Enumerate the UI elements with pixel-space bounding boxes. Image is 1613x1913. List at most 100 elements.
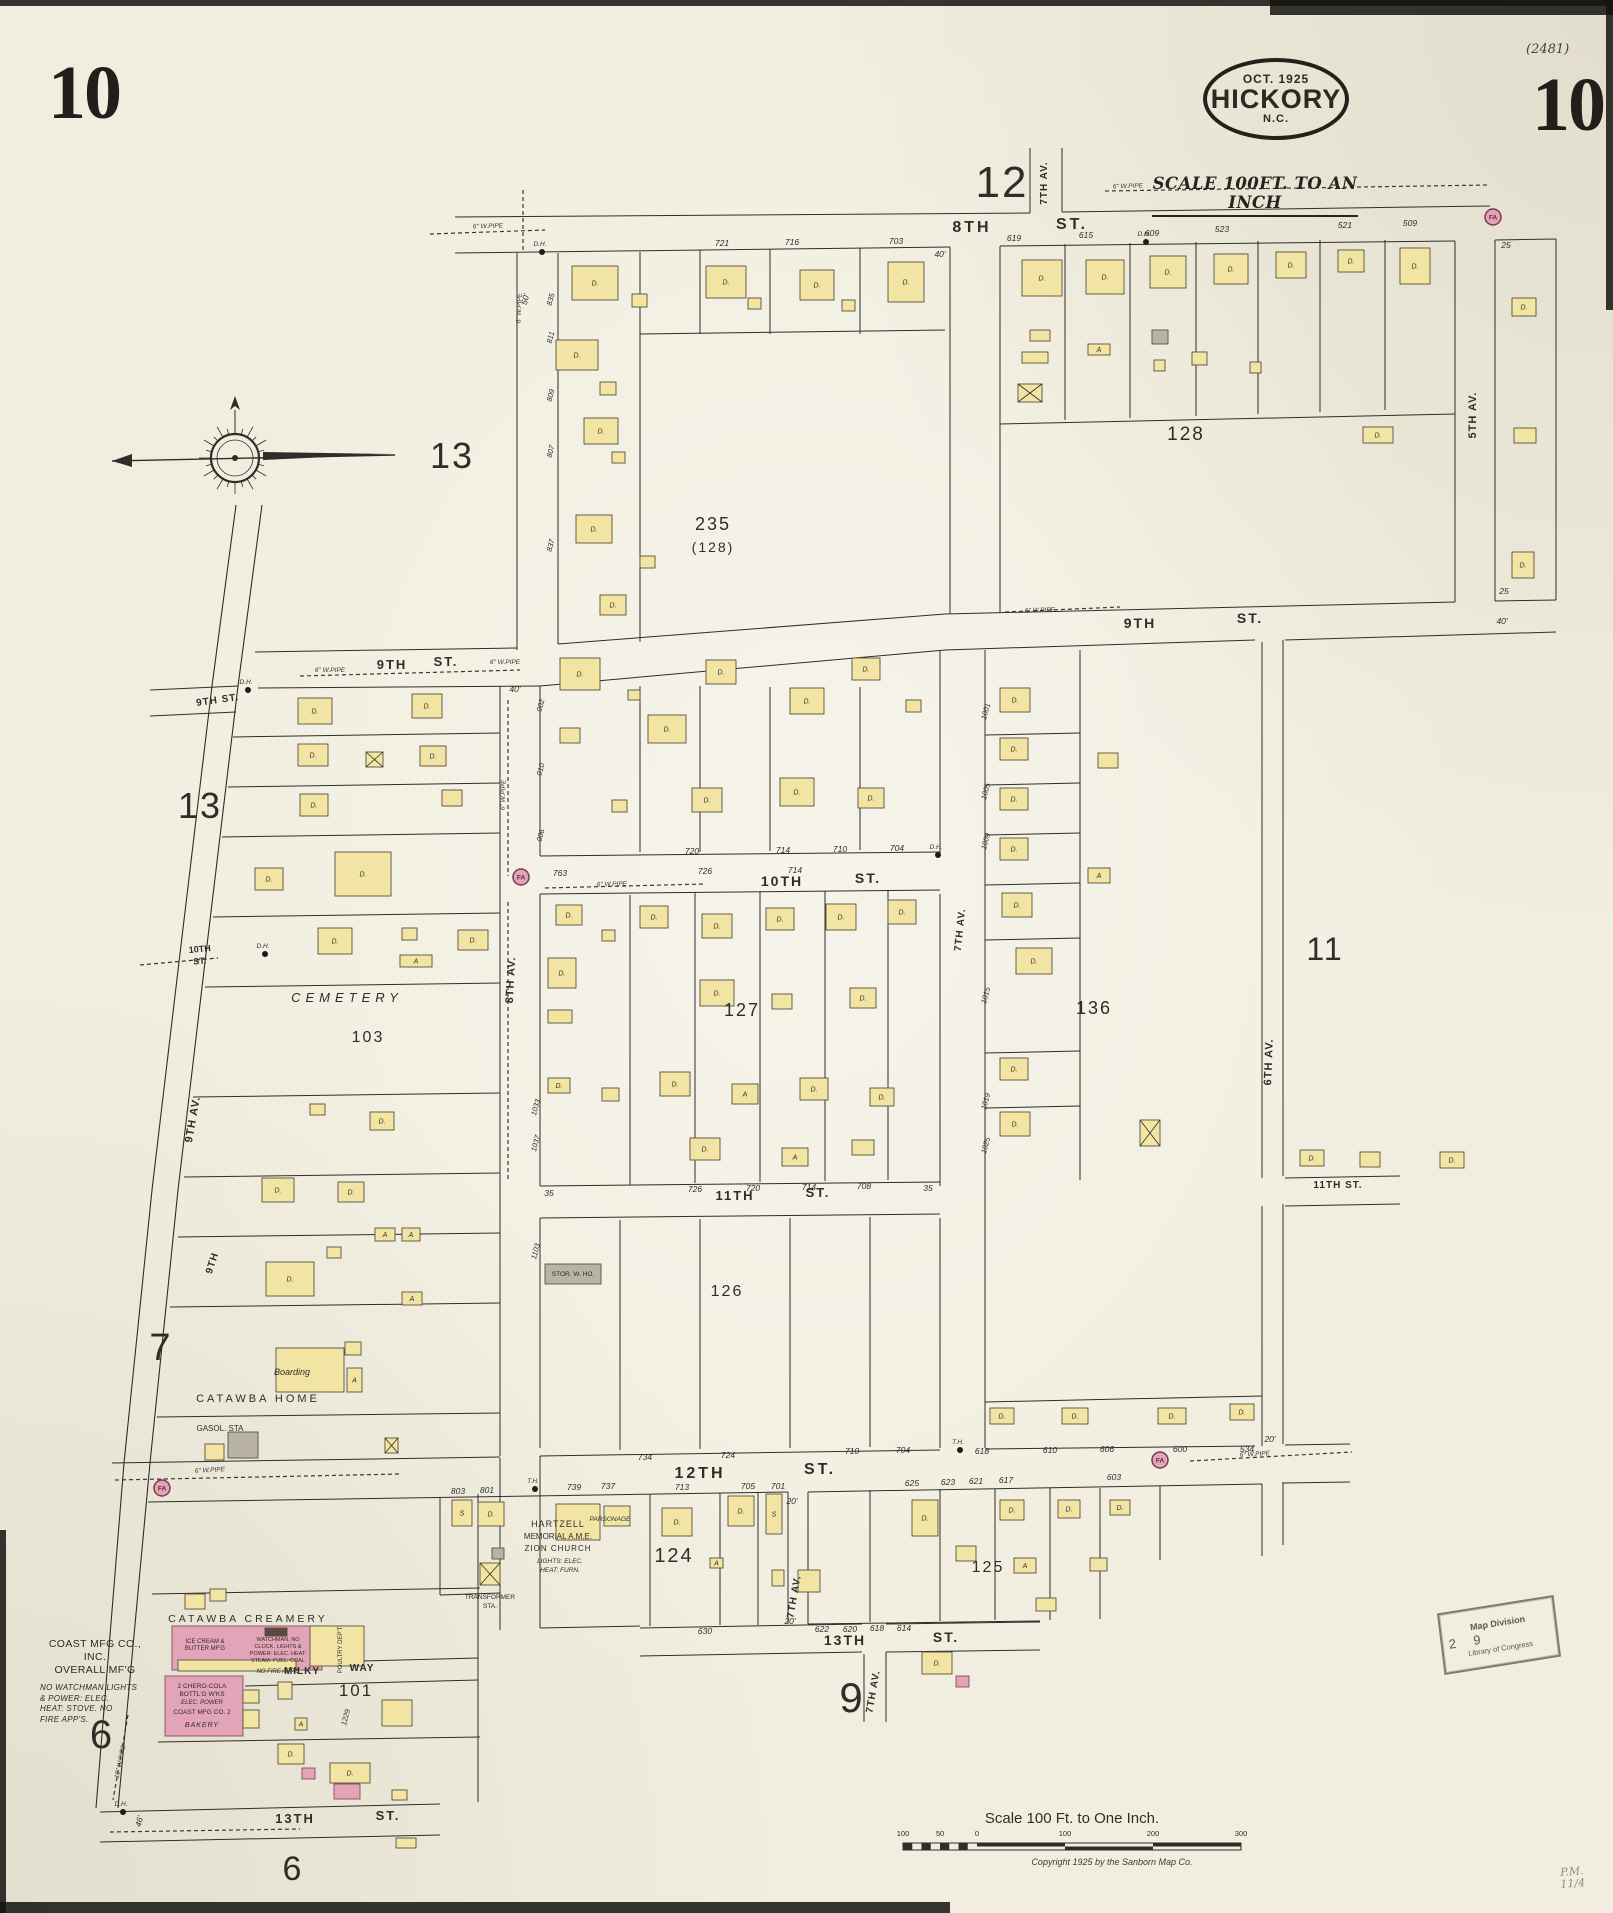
block-number: 6: [283, 1850, 304, 1888]
parcel-line: [439, 1592, 501, 1596]
building-use-label: D.: [348, 1190, 355, 1197]
area-label: POULTRY DEP'T: [338, 1626, 344, 1673]
building-use-label: D.: [311, 803, 318, 810]
building-footprint: [164, 1675, 244, 1737]
parcel-line: [539, 1625, 641, 1629]
parcel-line: [149, 685, 239, 691]
building-footprint: [1153, 359, 1166, 372]
street-label: 11TH ST.: [1313, 1180, 1362, 1191]
scale-bar: [921, 1843, 931, 1850]
hydrant-symbol: [120, 1809, 126, 1815]
block-number: 9: [839, 1674, 864, 1721]
page-number-left: 10: [48, 51, 122, 135]
building-footprint: [1015, 947, 1053, 975]
compass-rose: [251, 436, 257, 442]
building-footprint: [1511, 297, 1537, 317]
building-use-label: D.: [610, 603, 617, 610]
street-label: ST.: [804, 1461, 836, 1478]
parcel-line: [999, 240, 1456, 247]
area-label: ZION CHURCH: [525, 1544, 592, 1553]
building-use-label: D.: [1066, 1507, 1073, 1514]
building-footprint: [639, 905, 669, 929]
area-label: POWER: ELEC. HEAT:: [250, 1651, 307, 1657]
parcel-line: [454, 246, 951, 254]
area-label: MEMORIAL A.M.E.: [524, 1532, 592, 1541]
parcel-line: [984, 732, 1081, 736]
parcel-line: [257, 685, 541, 689]
building-footprint: [1151, 329, 1169, 345]
hydrant-symbol: [539, 249, 545, 255]
building-use-label: D.: [1288, 263, 1295, 270]
building-use-label: D.: [718, 670, 725, 677]
building-use-label: D.: [1228, 267, 1235, 274]
compass-rose: [255, 439, 267, 447]
building-use-label: D.: [1011, 847, 1018, 854]
building-footprint: [799, 269, 835, 301]
building-footprint: [851, 1139, 875, 1156]
building-footprint: [1511, 551, 1535, 579]
building-footprint: [731, 1083, 759, 1105]
parcel-line: [639, 329, 946, 335]
building-footprint: [1249, 361, 1262, 374]
building-use-label: A: [1096, 347, 1102, 354]
coast-mfg-details: NO WATCHMAN LIGHTS& POWER: ELEC.HEAT: ST…: [40, 1683, 138, 1724]
building-footprint: [911, 1499, 939, 1537]
parcel-line: [984, 1445, 1256, 1450]
house-number: 801: [480, 1485, 494, 1495]
building-footprint: [299, 793, 329, 817]
street-label: MILKY: [284, 1666, 320, 1677]
building-use-label: D.: [777, 917, 784, 924]
house-number: 606: [1100, 1444, 1114, 1454]
building-use-label: D.: [559, 971, 566, 978]
area-label: BUTTER MF'G: [185, 1646, 225, 1652]
street-label: 9TH: [377, 657, 408, 672]
house-number: 610: [1043, 1445, 1057, 1455]
building-footprint: [1399, 247, 1431, 285]
dimension-label: 25: [1498, 586, 1509, 596]
area-label: TRANSFORMER: [465, 1594, 516, 1601]
compass-rose: [226, 428, 230, 435]
parcel-line: [984, 1050, 1081, 1054]
house-number: 600: [1173, 1444, 1187, 1454]
building-use-label: A: [382, 1232, 388, 1239]
building-use-label: A: [413, 959, 419, 966]
parcel-line: [212, 912, 501, 918]
building-use-label: D.: [860, 996, 867, 1003]
house-number: 714: [776, 845, 790, 855]
building-footprint: [797, 1569, 821, 1593]
road-edge: [117, 504, 263, 1809]
building-use-label: D.: [360, 872, 367, 879]
street-label: 9TH: [204, 1251, 221, 1275]
hydrant-symbol: [262, 951, 268, 957]
street-label: ST.: [855, 870, 881, 886]
area-label: CATAWBA CREAMERY: [168, 1613, 328, 1625]
building-use-label: D.: [566, 913, 573, 920]
parcel-line: [151, 1587, 481, 1595]
compass-rose: [263, 452, 393, 460]
building-footprint: [765, 907, 795, 931]
hydrant-label: D.H.: [1138, 231, 1151, 238]
parcel-line: [539, 1449, 941, 1457]
building-footprint: [326, 1246, 342, 1259]
building-footprint: [374, 1227, 396, 1242]
building-footprint: [1362, 426, 1394, 444]
parcel-line: [539, 1213, 941, 1219]
parcel-line: [149, 711, 237, 717]
hydrant-symbol: [532, 1486, 538, 1492]
building-footprint: [1001, 892, 1033, 918]
dimension-label: 50': [519, 292, 532, 306]
building-footprint: [999, 687, 1031, 713]
building-footprint: [317, 927, 353, 955]
building-use-label: D.: [598, 429, 605, 436]
building-footprint: [555, 339, 599, 371]
title-state: N.C.: [1263, 113, 1289, 125]
building-footprint: [709, 1557, 724, 1569]
building-use-label: D.: [310, 753, 317, 760]
building-use-label: D.: [1520, 563, 1527, 570]
block-number: 127: [724, 1000, 760, 1020]
parcel-line: [204, 982, 501, 988]
water-pipe-line: [544, 883, 706, 889]
building-footprint: [309, 1625, 365, 1667]
lot-number: 1005: [979, 781, 992, 800]
building-footprint: [264, 1627, 288, 1637]
